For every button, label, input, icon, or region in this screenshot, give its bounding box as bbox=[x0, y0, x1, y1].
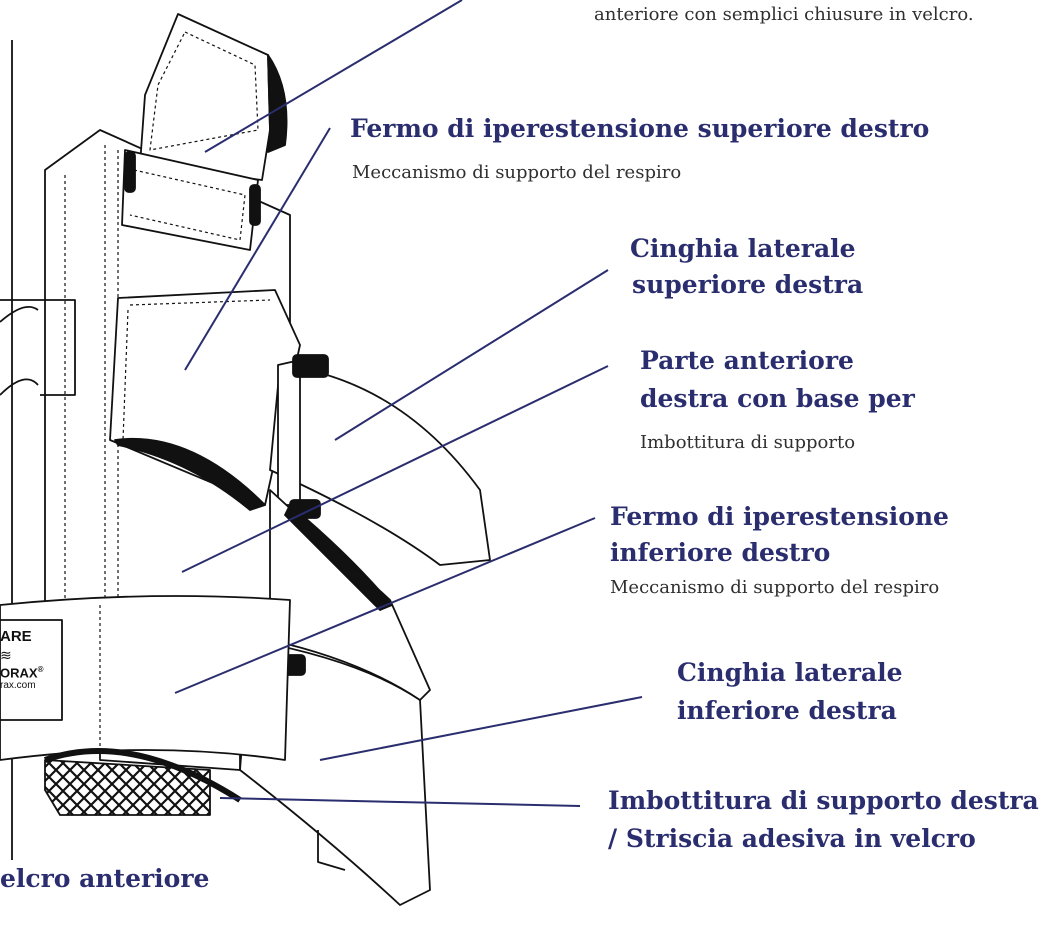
label-lower-hyperextension-stop-subtitle: Meccanismo di supporto del respiro bbox=[610, 575, 939, 601]
leader-line-2 bbox=[335, 270, 608, 440]
label-lower-side-strap-line1: Cinghia laterale bbox=[677, 656, 903, 690]
badge-logo-icon: ≋ bbox=[0, 645, 62, 665]
label-upper-side-strap-line2: superiore destra bbox=[632, 268, 863, 302]
bottom-left-caption: elcro anteriore bbox=[0, 862, 209, 896]
badge-line3: rax.com bbox=[0, 680, 62, 691]
top-strap-shadow bbox=[268, 55, 287, 152]
top-caption: anteriore con semplici chiusure in velcr… bbox=[594, 2, 974, 28]
top-strap bbox=[140, 14, 270, 180]
mid-strap-tab bbox=[290, 500, 320, 518]
label-upper-hyperextension-stop-subtitle: Meccanismo di supporto del respiro bbox=[352, 160, 681, 186]
label-front-right-line2: destra con base per bbox=[640, 382, 915, 416]
label-lower-hyperextension-stop-line2: inferiore destro bbox=[610, 536, 830, 570]
label-upper-side-strap-line1: Cinghia laterale bbox=[630, 232, 856, 266]
badge-line1: ARE bbox=[0, 628, 62, 645]
side-clip-lower bbox=[0, 379, 38, 395]
label-front-right-subtitle: Imbottitura di supporto bbox=[640, 430, 855, 456]
product-label-patch: ARE ≋ ORAX® rax.com bbox=[0, 628, 62, 691]
label-support-pad-line1: Imbottitura di supporto destra bbox=[608, 784, 1039, 818]
label-front-right-line1: Parte anteriore bbox=[640, 344, 854, 378]
label-upper-hyperextension-stop-title: Fermo di iperestensione superiore destro bbox=[350, 112, 929, 146]
buckle-tab-left bbox=[125, 152, 135, 192]
side-clip-upper-inner bbox=[0, 307, 38, 322]
label-lower-hyperextension-stop-line1: Fermo di iperestensione bbox=[610, 500, 949, 534]
badge-line2: ORAX® bbox=[0, 665, 62, 680]
label-lower-side-strap-line2: inferiore destra bbox=[677, 694, 897, 728]
buckle-tab-right bbox=[250, 185, 260, 225]
upper-strap-edge bbox=[278, 360, 300, 505]
upper-strap-tab bbox=[293, 355, 328, 377]
label-support-pad-line2: / Striscia adesiva in velcro bbox=[608, 822, 976, 856]
